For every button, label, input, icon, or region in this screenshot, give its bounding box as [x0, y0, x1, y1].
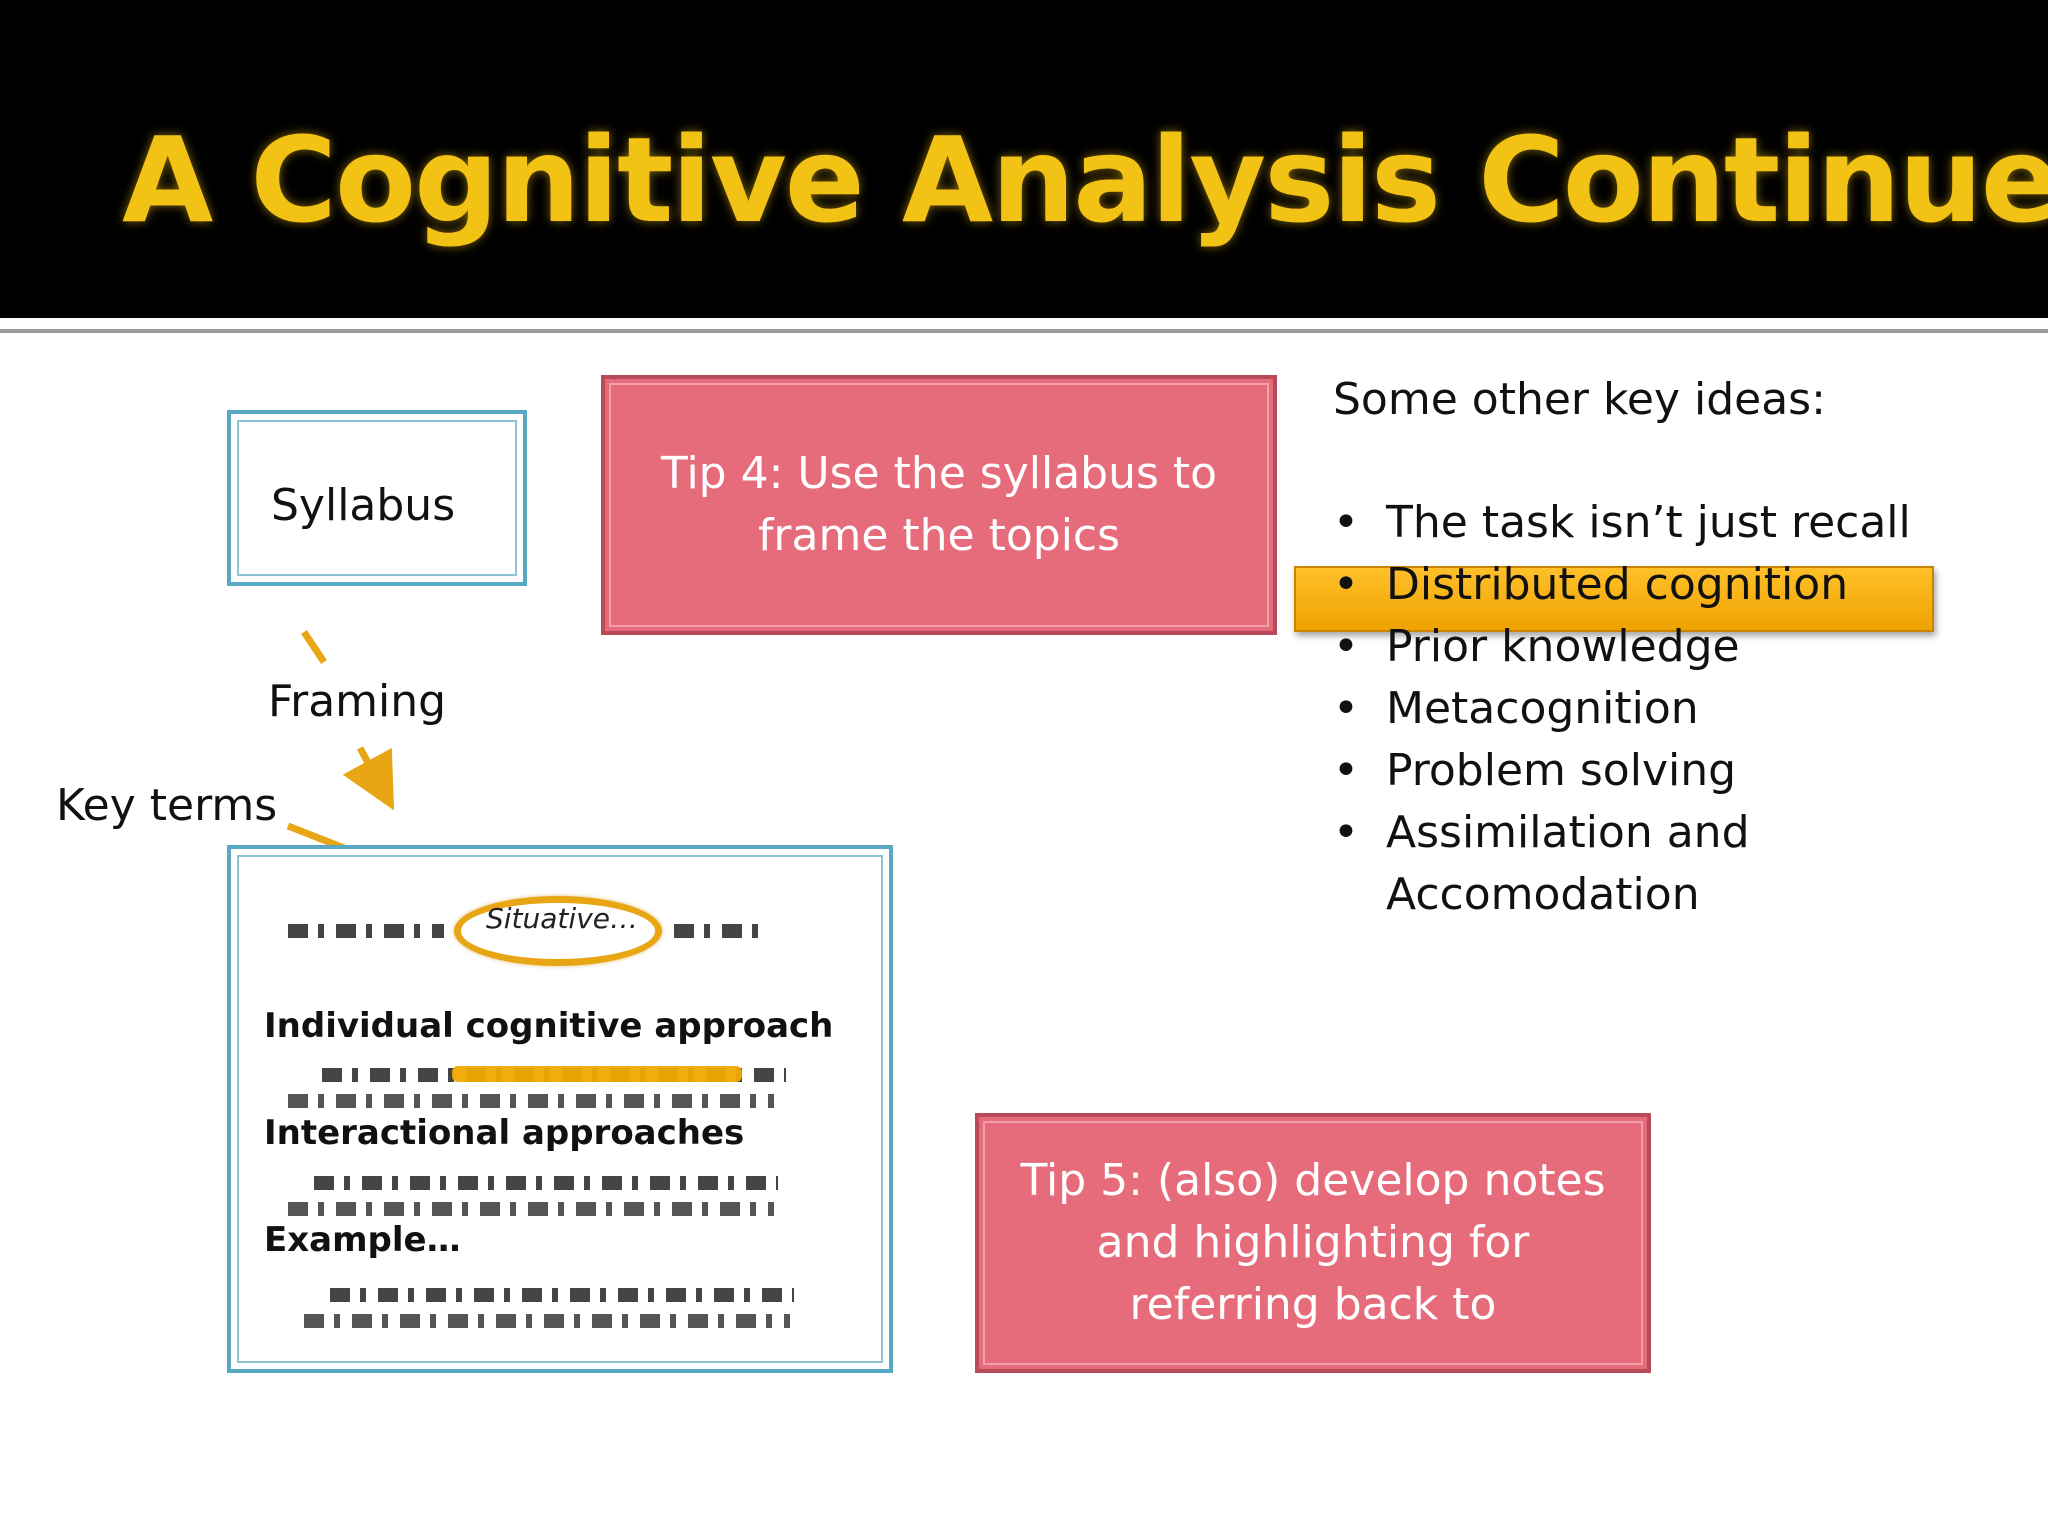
- idea-item: Assimilation and: [1333, 802, 1911, 864]
- heading-individual: Individual cognitive approach: [264, 1006, 834, 1046]
- framing-arrow-bottom: [342, 746, 395, 811]
- placeholder-text-line: [330, 1288, 794, 1302]
- syllabus-box: Syllabus: [227, 410, 527, 586]
- placeholder-text-line: [288, 1202, 774, 1216]
- placeholder-text-line: [288, 1094, 774, 1108]
- key-terms-label: Key terms: [56, 780, 278, 831]
- idea-item: Prior knowledge: [1333, 616, 1911, 678]
- idea-item-continuation: Accomodation: [1386, 869, 1700, 920]
- heading-interactional: Interactional approaches: [264, 1113, 745, 1153]
- placeholder-text-line: [304, 1314, 790, 1328]
- tip-5-text: Tip 5: (also) develop notes and highligh…: [1020, 1155, 1606, 1330]
- syllabus-label: Syllabus: [271, 480, 456, 531]
- idea-item: Metacognition: [1333, 678, 1911, 740]
- tip-4-text: Tip 4: Use the syllabus to frame the top…: [660, 448, 1218, 561]
- situative-highlight-ring: [454, 896, 662, 966]
- idea-item-highlighted: Distributed cognition: [1333, 554, 1911, 616]
- heading-example: Example…: [264, 1220, 461, 1260]
- title-bar: A Cognitive Analysis Continued: [0, 0, 2048, 318]
- tip-4-box: Tip 4: Use the syllabus to frame the top…: [601, 375, 1277, 635]
- placeholder-text-line: [674, 924, 760, 938]
- key-ideas-list: The task isn’t just recall Distributed c…: [1333, 492, 1911, 926]
- key-ideas-title: Some other key ideas:: [1333, 374, 1826, 425]
- placeholder-text-line: [288, 924, 444, 938]
- framing-arrow-top: [301, 630, 327, 664]
- slide-title: A Cognitive Analysis Continued: [122, 111, 2048, 249]
- idea-item: The task isn’t just recall: [1333, 492, 1911, 554]
- framing-label: Framing: [268, 676, 447, 727]
- tip-5-box: Tip 5: (also) develop notes and highligh…: [975, 1113, 1651, 1373]
- title-divider: [0, 329, 2048, 333]
- situative-term: Situative…: [486, 902, 638, 935]
- placeholder-text-line: [314, 1176, 778, 1190]
- idea-item: Problem solving: [1333, 740, 1911, 802]
- highlighted-text-line: [452, 1066, 742, 1082]
